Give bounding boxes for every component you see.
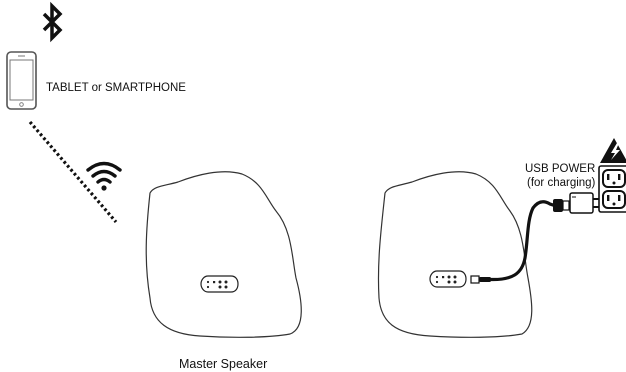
usb-power-label: USB POWER bbox=[525, 163, 595, 175]
usb-power-sublabel: (for charging) bbox=[527, 177, 596, 189]
master-speaker bbox=[145, 171, 302, 338]
rock-outline bbox=[377, 171, 533, 338]
usb-adapter-icon bbox=[569, 192, 599, 214]
second-speaker bbox=[377, 171, 533, 338]
smartphone-icon bbox=[6, 51, 37, 110]
rock-outline bbox=[145, 171, 302, 338]
master-speaker-label: Master Speaker bbox=[179, 357, 267, 371]
speaker-control-panel bbox=[429, 270, 467, 288]
speaker-control-panel bbox=[200, 275, 239, 293]
usb-cable-icon bbox=[470, 199, 570, 284]
wireless-link-line bbox=[28, 120, 118, 224]
high-voltage-warning-icon bbox=[600, 138, 626, 163]
wall-outlet-icon bbox=[598, 165, 626, 213]
device-label: TABLET or SMARTPHONE bbox=[46, 82, 186, 94]
bluetooth-icon bbox=[38, 1, 66, 43]
wifi-icon bbox=[86, 161, 122, 191]
